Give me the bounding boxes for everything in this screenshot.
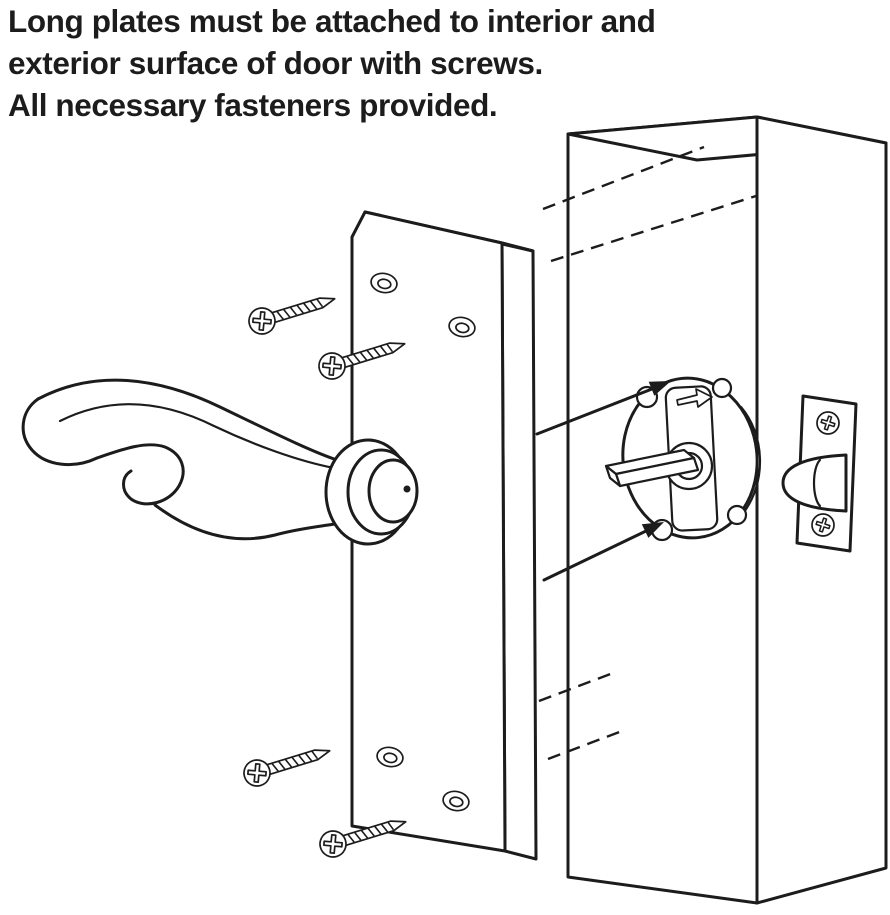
lever-bottom-edge [153, 503, 342, 541]
mounting-screw-3 [239, 737, 335, 791]
hole-notch [726, 504, 748, 526]
instruction-line-3: All necessary fasteners provided. [8, 87, 498, 123]
guide-line-bottom-1 [538, 671, 614, 703]
long-plate [350, 210, 538, 861]
guide-line-top-2 [550, 194, 757, 263]
spindle-end-face [604, 464, 622, 488]
lever-ridge-line [58, 403, 336, 470]
arrow-head-top [648, 381, 671, 396]
instruction-line-2: exterior surface of door with screws. [8, 45, 543, 81]
hole-notch [711, 377, 733, 399]
instruction-text: Long plates must be attached to interior… [8, 0, 768, 126]
lever-handle [21, 378, 342, 541]
arrow-head-bottom [641, 522, 664, 538]
alignment-guide-lines [538, 145, 757, 761]
guide-line-bottom-2 [547, 729, 623, 761]
lever-scroll-curl [95, 443, 185, 506]
instruction-line-1: Long plates must be attached to interior… [8, 3, 656, 39]
latch-assembly [781, 394, 858, 553]
lever-end-edge [21, 397, 99, 466]
plate-side-face [500, 241, 538, 861]
mounting-screw-1 [244, 285, 340, 339]
guide-line-top-1 [542, 145, 705, 211]
lever-hub [324, 438, 419, 546]
spindle-bar [604, 448, 700, 488]
engraved-arrow-icon [676, 388, 713, 408]
hub-set-pin-dot [403, 485, 411, 493]
plate-front-face [350, 210, 507, 853]
bore-depth-arc [739, 405, 762, 514]
hub-front-face [367, 458, 419, 524]
latch-bolt-bevel-line [812, 458, 822, 508]
arrow-shaft-top [535, 387, 654, 436]
lever-top-edge [36, 378, 342, 463]
insertion-arrows [535, 381, 671, 582]
arrow-shaft-bottom [542, 529, 648, 582]
